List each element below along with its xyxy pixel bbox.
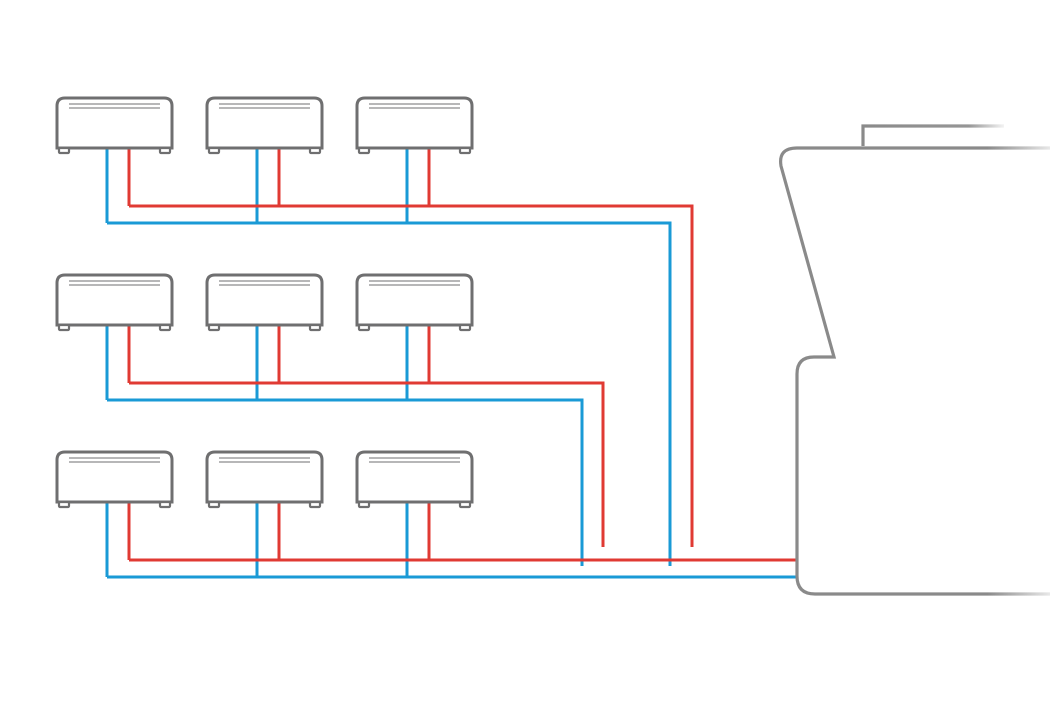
radiator-grille [69, 280, 160, 286]
radiator-foot-left [207, 146, 221, 155]
radiator-foot-left [57, 146, 71, 155]
radiator-unit-icon [355, 96, 474, 155]
radiator-foot-left [207, 323, 221, 332]
boiler-lid [861, 124, 1004, 146]
radiator-grille [69, 457, 160, 463]
radiator-grille [369, 457, 460, 463]
boiler-body-bottom [795, 374, 1050, 596]
radiator-foot-right [158, 146, 172, 155]
radiator-foot-right [308, 500, 322, 509]
radiator-body [205, 450, 324, 504]
boiler-unit-icon [778, 124, 1050, 596]
radiator-grille [219, 280, 310, 286]
radiator-foot-left [357, 146, 371, 155]
supply-pipe-network [127, 148, 797, 562]
radiator-body [55, 273, 174, 327]
radiator-foot-right [458, 323, 472, 332]
radiator-body [355, 450, 474, 504]
radiator-foot-right [458, 146, 472, 155]
radiator-body [205, 96, 324, 150]
radiator-grille [219, 103, 310, 109]
radiator-foot-left [57, 323, 71, 332]
radiator-body [55, 450, 174, 504]
return-pipe-network [105, 148, 797, 579]
radiator-unit-icon [55, 273, 174, 332]
radiator-body [55, 96, 174, 150]
radiator-unit-icon [55, 450, 174, 509]
radiator-body [205, 273, 324, 327]
radiator-unit-icon [55, 96, 174, 155]
radiator-foot-left [207, 500, 221, 509]
radiator-foot-right [308, 323, 322, 332]
radiator-unit-icon [205, 450, 324, 509]
radiator-foot-left [57, 500, 71, 509]
radiator-foot-left [357, 500, 371, 509]
radiator-grille [219, 457, 310, 463]
radiator-unit-icon [355, 450, 474, 509]
radiator-grille [369, 103, 460, 109]
radiator-unit-icon [205, 273, 324, 332]
boiler-body-top [778, 146, 1050, 375]
radiator-body [355, 273, 474, 327]
radiator-unit-icon [205, 96, 324, 155]
radiator-unit-icon [355, 273, 474, 332]
radiator-foot-right [308, 146, 322, 155]
radiator-grid [55, 96, 474, 509]
radiator-grille [369, 280, 460, 286]
radiator-body [355, 96, 474, 150]
radiator-grille [69, 103, 160, 109]
radiator-foot-left [357, 323, 371, 332]
radiator-foot-right [158, 323, 172, 332]
radiator-foot-right [458, 500, 472, 509]
radiator-foot-right [158, 500, 172, 509]
